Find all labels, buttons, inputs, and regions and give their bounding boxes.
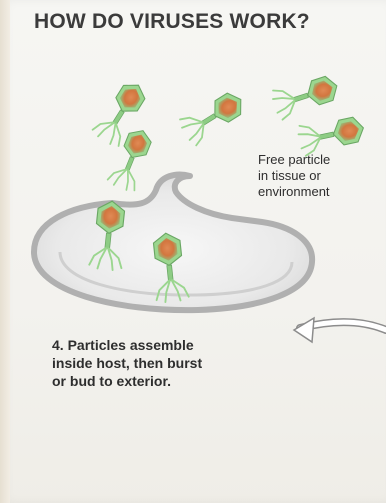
virus-particle <box>297 113 367 156</box>
arrow-icon <box>294 318 386 342</box>
virus-particle <box>270 71 341 120</box>
step-text: Particles assemble inside host, then bur… <box>52 337 202 389</box>
step-4-label: 4. Particles assemble inside host, then … <box>52 336 252 390</box>
free-particle-label: Free particle in tissue or environment <box>258 152 386 200</box>
step-number: 4. <box>52 337 64 353</box>
virus-particle <box>178 87 249 147</box>
